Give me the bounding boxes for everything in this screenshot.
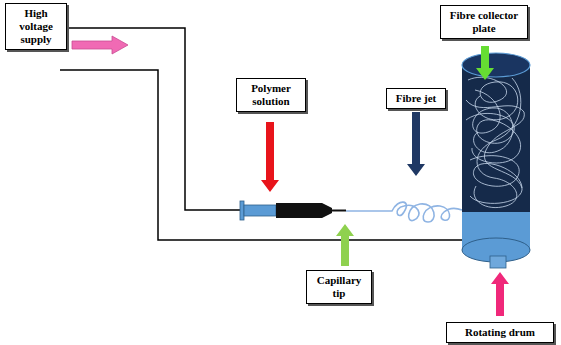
supply-wire [60,28,242,210]
label-box: Fibre jet [386,88,446,109]
label-box: Fibre collector plate [440,5,528,39]
box-label: Fibre collector plate [446,9,522,35]
box-label: Rotating drum [452,326,548,339]
label-box: Rotating drum [446,322,554,343]
box-label: Capillary tip [312,274,366,300]
syringe-barrel [276,203,332,218]
pointer-arrow [491,272,509,316]
pointer-arrow [336,224,354,266]
drum-body [462,65,530,250]
plunger-flange [240,201,244,220]
pointer-arrow [407,112,425,176]
box-label: Polymer solution [242,82,300,108]
box-label: Fibre jet [392,92,440,105]
label-box: High voltage supply [5,3,67,50]
fibre-jet-path [346,202,462,222]
drum-axle [490,256,506,268]
pointer-arrow [476,46,494,80]
label-box: Polymer solution [236,78,306,112]
collected-fibres [466,77,524,207]
pointer-arrow [72,36,128,54]
box-label: High voltage supply [11,7,61,46]
syringe-plunger [244,205,276,216]
pointer-arrow [261,122,279,192]
drum-top [462,53,530,77]
ground-wire [60,70,463,240]
label-box: Capillary tip [306,270,372,304]
capillary-needle [332,210,346,212]
